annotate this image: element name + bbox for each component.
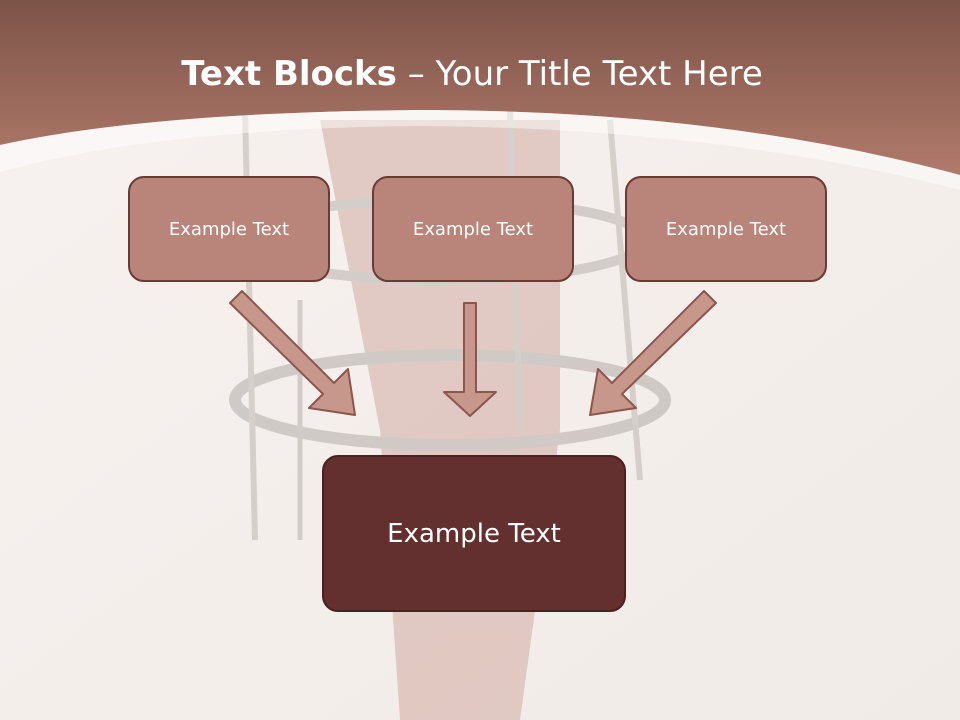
arrow-left (229, 290, 356, 416)
text-block-right[interactable]: Example Text (625, 176, 827, 282)
arrow-right (589, 290, 717, 416)
arrow-center (443, 302, 497, 417)
title-bold: Text Blocks (181, 54, 397, 94)
text-block-center[interactable]: Example Text (372, 176, 574, 282)
text-block-left[interactable]: Example Text (128, 176, 330, 282)
title-rest: Your Title Text Here (435, 54, 763, 94)
title-dash: – (396, 54, 436, 94)
text-block-bottom[interactable]: Example Text (322, 455, 626, 612)
slide-title: Text Blocks – Your Title Text Here (0, 54, 944, 94)
